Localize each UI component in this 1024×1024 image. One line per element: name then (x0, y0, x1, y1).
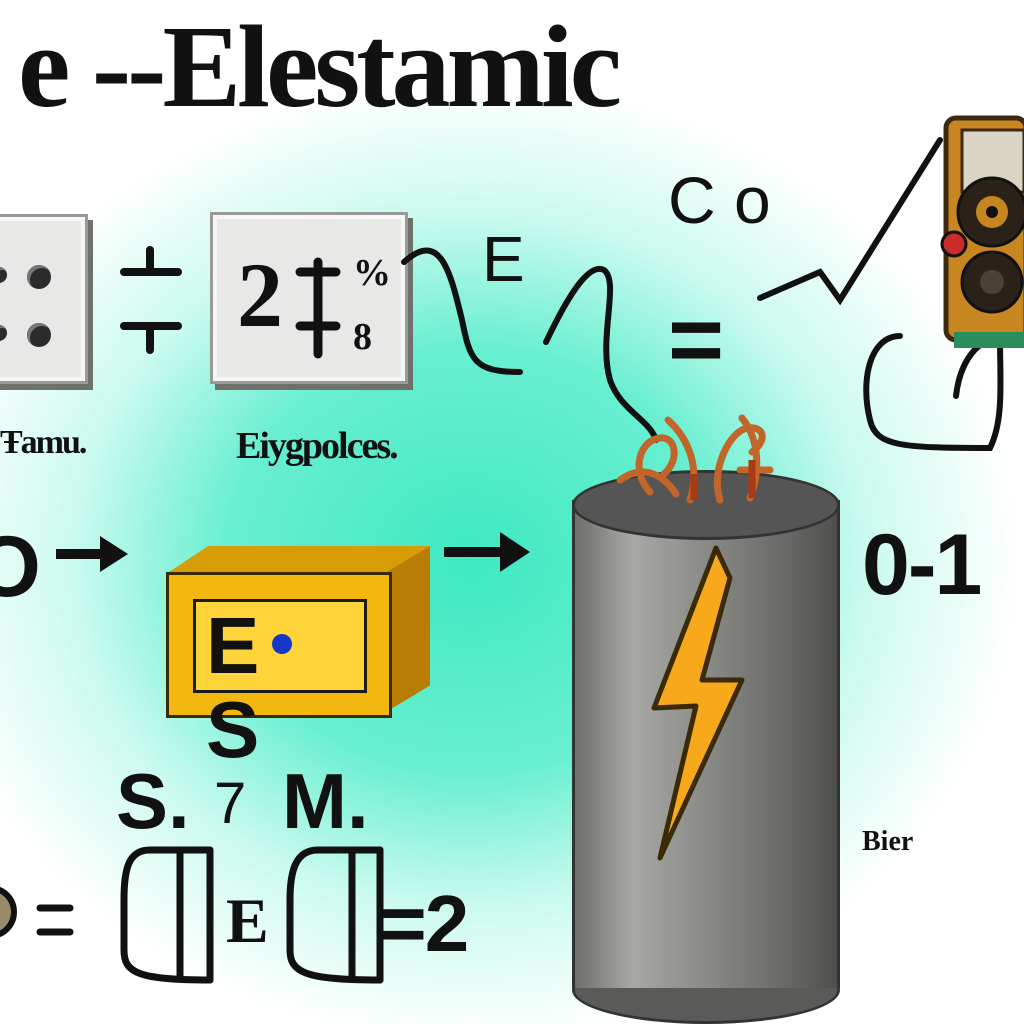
zero-one-label: 0-1 (862, 517, 982, 613)
speaker-camera-icon (940, 115, 1024, 348)
es-box: E S (166, 572, 392, 772)
center-panel-side-2: 8 (353, 316, 372, 358)
es-box-top (166, 546, 430, 574)
center-panel-symbol (295, 257, 341, 359)
knob-icon (27, 265, 51, 289)
center-panel-value: 2 (237, 244, 283, 346)
center-panel-label: Eiygpolces. (236, 425, 399, 467)
capacitor-symbol (120, 246, 182, 354)
knob-icon (0, 325, 7, 341)
knob-icon (0, 267, 7, 283)
es-box-dot (272, 634, 292, 654)
center-panel-side-1: % (353, 252, 391, 294)
es-box-side (386, 546, 430, 712)
bracket-symbols (36, 846, 384, 984)
bier-label: Bier (862, 826, 914, 857)
es-box-label-plate: E S (193, 599, 367, 772)
page-title: e --Elestamic (18, 1, 622, 132)
e-wave-label: E (482, 223, 525, 295)
partial-circle-left (0, 886, 17, 938)
left-panel-label: Ŧamu. (0, 424, 87, 461)
arrow-right-icon (56, 536, 128, 572)
equals-sign: = (668, 286, 725, 393)
left-panel (0, 214, 88, 384)
center-panel: 2 % 8 (210, 212, 408, 384)
knob-icon (27, 323, 51, 347)
s-mark: S. (116, 757, 190, 845)
lightning-bolt-icon (651, 545, 745, 861)
hook-wire (863, 333, 1004, 452)
co-label: C o (668, 163, 771, 237)
es-box-label: E S (206, 601, 268, 774)
equals-two-label: =2 (380, 879, 469, 968)
s-wire (543, 265, 659, 443)
arrow-right-icon (444, 532, 530, 572)
wave-wire (401, 247, 523, 375)
camera-cable (757, 137, 943, 306)
battery-top (572, 470, 840, 540)
bracket-e-label: E (226, 885, 269, 956)
m-mark: M. (282, 757, 369, 845)
seven-mark: 7 (214, 771, 247, 836)
o-left-label: O (0, 519, 41, 615)
